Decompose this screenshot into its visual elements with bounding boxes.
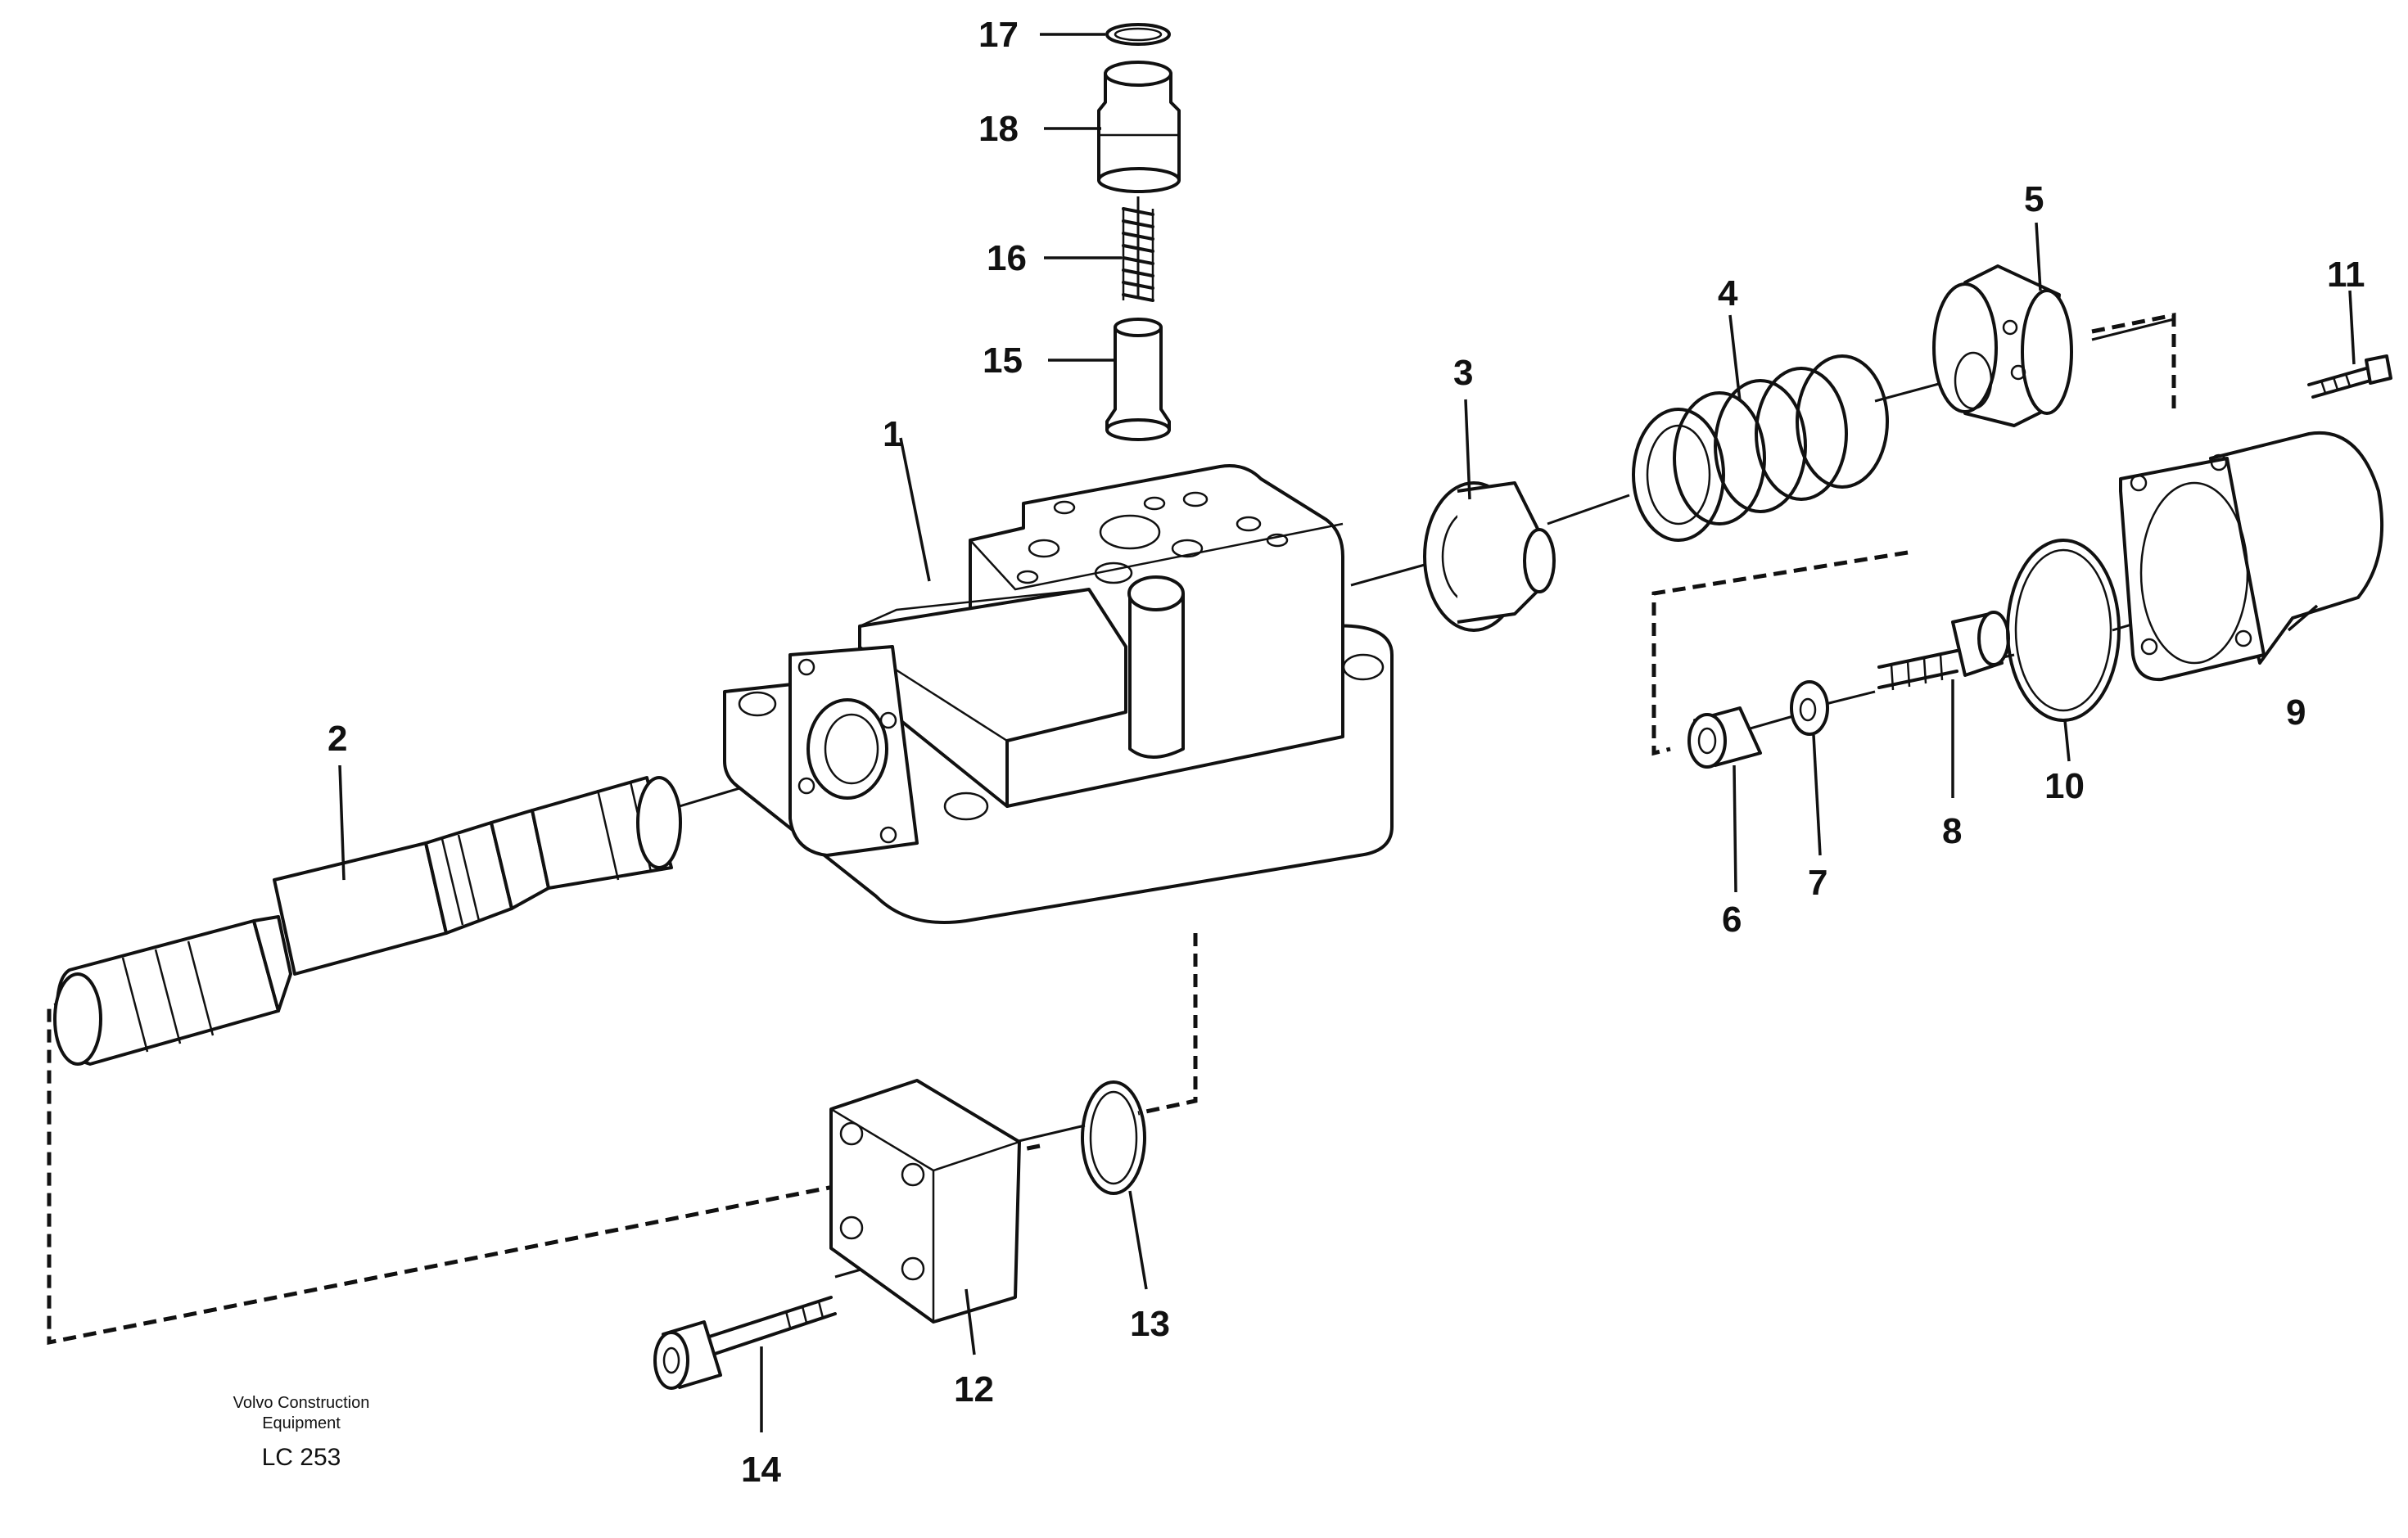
callout-3: 3	[1453, 353, 1473, 393]
sleeve	[1687, 706, 1762, 769]
callout-12: 12	[954, 1369, 994, 1409]
washer	[1790, 680, 1829, 736]
leader-lines	[338, 33, 2356, 1432]
valve-housing	[723, 464, 1394, 924]
credit-line-1: Volvo Construction	[233, 1394, 370, 1412]
spring-retainer	[1932, 264, 2073, 427]
credit-line-2: Equipment	[262, 1414, 341, 1432]
plug	[1097, 61, 1181, 193]
o-ring-large	[2006, 539, 2121, 722]
callout-17: 17	[978, 15, 1019, 55]
end-cover	[2119, 431, 2384, 682]
cap-screw	[653, 1296, 837, 1390]
long-screw	[2307, 354, 2392, 399]
callout-8: 8	[1942, 811, 1962, 851]
callout-11: 11	[2327, 255, 2365, 295]
o-ring-small	[1081, 1080, 1146, 1195]
screw	[1877, 611, 2010, 691]
callout-6: 6	[1722, 900, 1742, 940]
callout-18: 18	[978, 109, 1019, 149]
callout-2: 2	[328, 719, 347, 759]
spool	[53, 776, 682, 1066]
guide-sleeve	[1105, 318, 1171, 441]
callout-14: 14	[741, 1450, 781, 1490]
callout-15: 15	[983, 341, 1023, 381]
credit-block: Volvo Construction Equipment LC 253	[233, 1394, 370, 1471]
callout-10: 10	[2044, 766, 2085, 806]
callout-1: 1	[883, 414, 902, 454]
callout-7: 7	[1808, 863, 1827, 903]
callout-4: 4	[1718, 273, 1738, 313]
callout-labels: 1 2 3 4 5 6 7 8 9 10 11 12 13 14 15 16 1…	[328, 15, 2365, 1490]
callout-16: 16	[987, 238, 1027, 278]
callout-13: 13	[1130, 1304, 1170, 1344]
compression-spring	[1632, 354, 1889, 542]
small-spring	[1122, 207, 1154, 302]
group-bracket-right	[1651, 312, 2176, 756]
snap-ring	[1105, 23, 1171, 46]
end-block	[829, 1079, 1021, 1324]
drawing-code: LC 253	[262, 1444, 341, 1471]
callout-5: 5	[2024, 179, 2044, 219]
spring-seat	[1423, 481, 1556, 632]
callout-9: 9	[2286, 692, 2306, 733]
